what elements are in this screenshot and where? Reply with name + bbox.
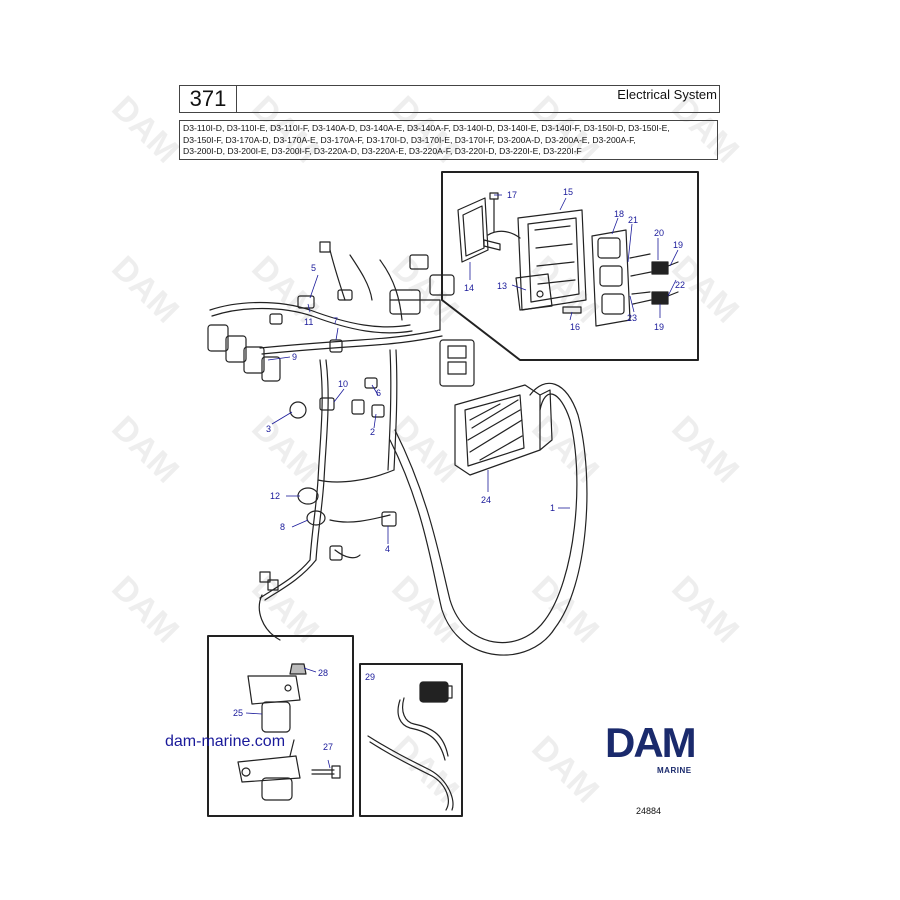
main-cable-1 xyxy=(394,393,578,644)
sensor-detail-frame xyxy=(207,635,354,817)
injector-connectors-9 xyxy=(207,324,281,382)
plate-13 xyxy=(515,273,553,311)
callout-3: 3 xyxy=(266,424,271,434)
connector-10 xyxy=(319,397,335,411)
callout-22: 22 xyxy=(675,280,685,290)
relays-18 xyxy=(591,229,631,327)
nut-28 xyxy=(289,663,307,675)
model-list-line: D3-110I-D, D3-110I-E, D3-110I-F, D3-140A… xyxy=(183,123,670,133)
logo-subtitle: MARINE xyxy=(657,766,692,775)
model-list-line: D3-200I-D, D3-200I-E, D3-200I-F, D3-220A… xyxy=(183,146,582,156)
callout-4: 4 xyxy=(385,544,390,554)
sensor-3-connector xyxy=(289,401,307,419)
callout-2: 2 xyxy=(370,427,375,437)
callout-28: 28 xyxy=(318,668,328,678)
figure-number: 24884 xyxy=(636,806,662,816)
callout-19-upper: 19 xyxy=(673,240,683,250)
cable-detail-frame xyxy=(359,663,463,817)
connector-6 xyxy=(364,377,378,389)
model-list: D3-110I-D, D3-110I-E, D3-110I-F, D3-140A… xyxy=(179,120,718,160)
relay-box-15 xyxy=(517,209,587,311)
callout-6: 6 xyxy=(376,388,381,398)
clip-11 xyxy=(297,295,315,309)
callout-12: 12 xyxy=(270,491,280,501)
callout-29: 29 xyxy=(365,672,375,682)
callout-24: 24 xyxy=(481,495,491,505)
page-header: 371 Electrical System xyxy=(179,85,720,113)
cable-29 xyxy=(367,681,454,811)
connector-19-lower xyxy=(651,291,669,305)
callout-10: 10 xyxy=(338,379,348,389)
bracket-14 xyxy=(457,197,489,263)
callout-5: 5 xyxy=(311,263,316,273)
callout-11: 11 xyxy=(304,317,313,327)
callout-18: 18 xyxy=(614,209,624,219)
page-number: 371 xyxy=(180,86,237,112)
sensor-27-assembly xyxy=(237,739,301,801)
callout-17: 17 xyxy=(507,190,517,200)
model-list-line: D3-150I-F, D3-170A-D, D3-170A-E, D3-170A… xyxy=(183,134,636,145)
connector-2 xyxy=(371,404,385,418)
page-title: Electrical System xyxy=(617,87,717,102)
sensor-8 xyxy=(306,510,326,526)
dam-logo: DAM xyxy=(605,723,697,766)
relay-box-on-harness xyxy=(439,339,475,387)
connector-4 xyxy=(381,511,397,527)
sensor-12 xyxy=(297,487,319,505)
callout-7: 7 xyxy=(333,316,338,326)
bolt-27 xyxy=(311,769,335,775)
relay-detail-frame xyxy=(441,171,699,361)
callout-23: 23 xyxy=(627,313,637,323)
logo-wordmark: DAM xyxy=(605,723,695,766)
callout-13: 13 xyxy=(497,281,507,291)
bolt-17 xyxy=(489,192,499,200)
callout-21: 21 xyxy=(628,215,638,225)
callout-19-lower: 19 xyxy=(654,322,664,332)
callout-20: 20 xyxy=(654,228,664,238)
callout-15: 15 xyxy=(563,187,573,197)
callout-9: 9 xyxy=(292,352,297,362)
callout-16: 16 xyxy=(570,322,580,332)
sensor-25 xyxy=(247,675,301,733)
ecu-24 xyxy=(454,384,553,476)
wiring-harness xyxy=(209,301,411,328)
connector-19-upper xyxy=(651,261,669,275)
callout-25: 25 xyxy=(233,708,243,718)
callout-8: 8 xyxy=(280,522,285,532)
callout-27: 27 xyxy=(323,742,333,752)
callout-14: 14 xyxy=(464,283,474,293)
callout-1: 1 xyxy=(550,503,555,513)
site-link[interactable]: dam-marine.com xyxy=(165,733,286,750)
